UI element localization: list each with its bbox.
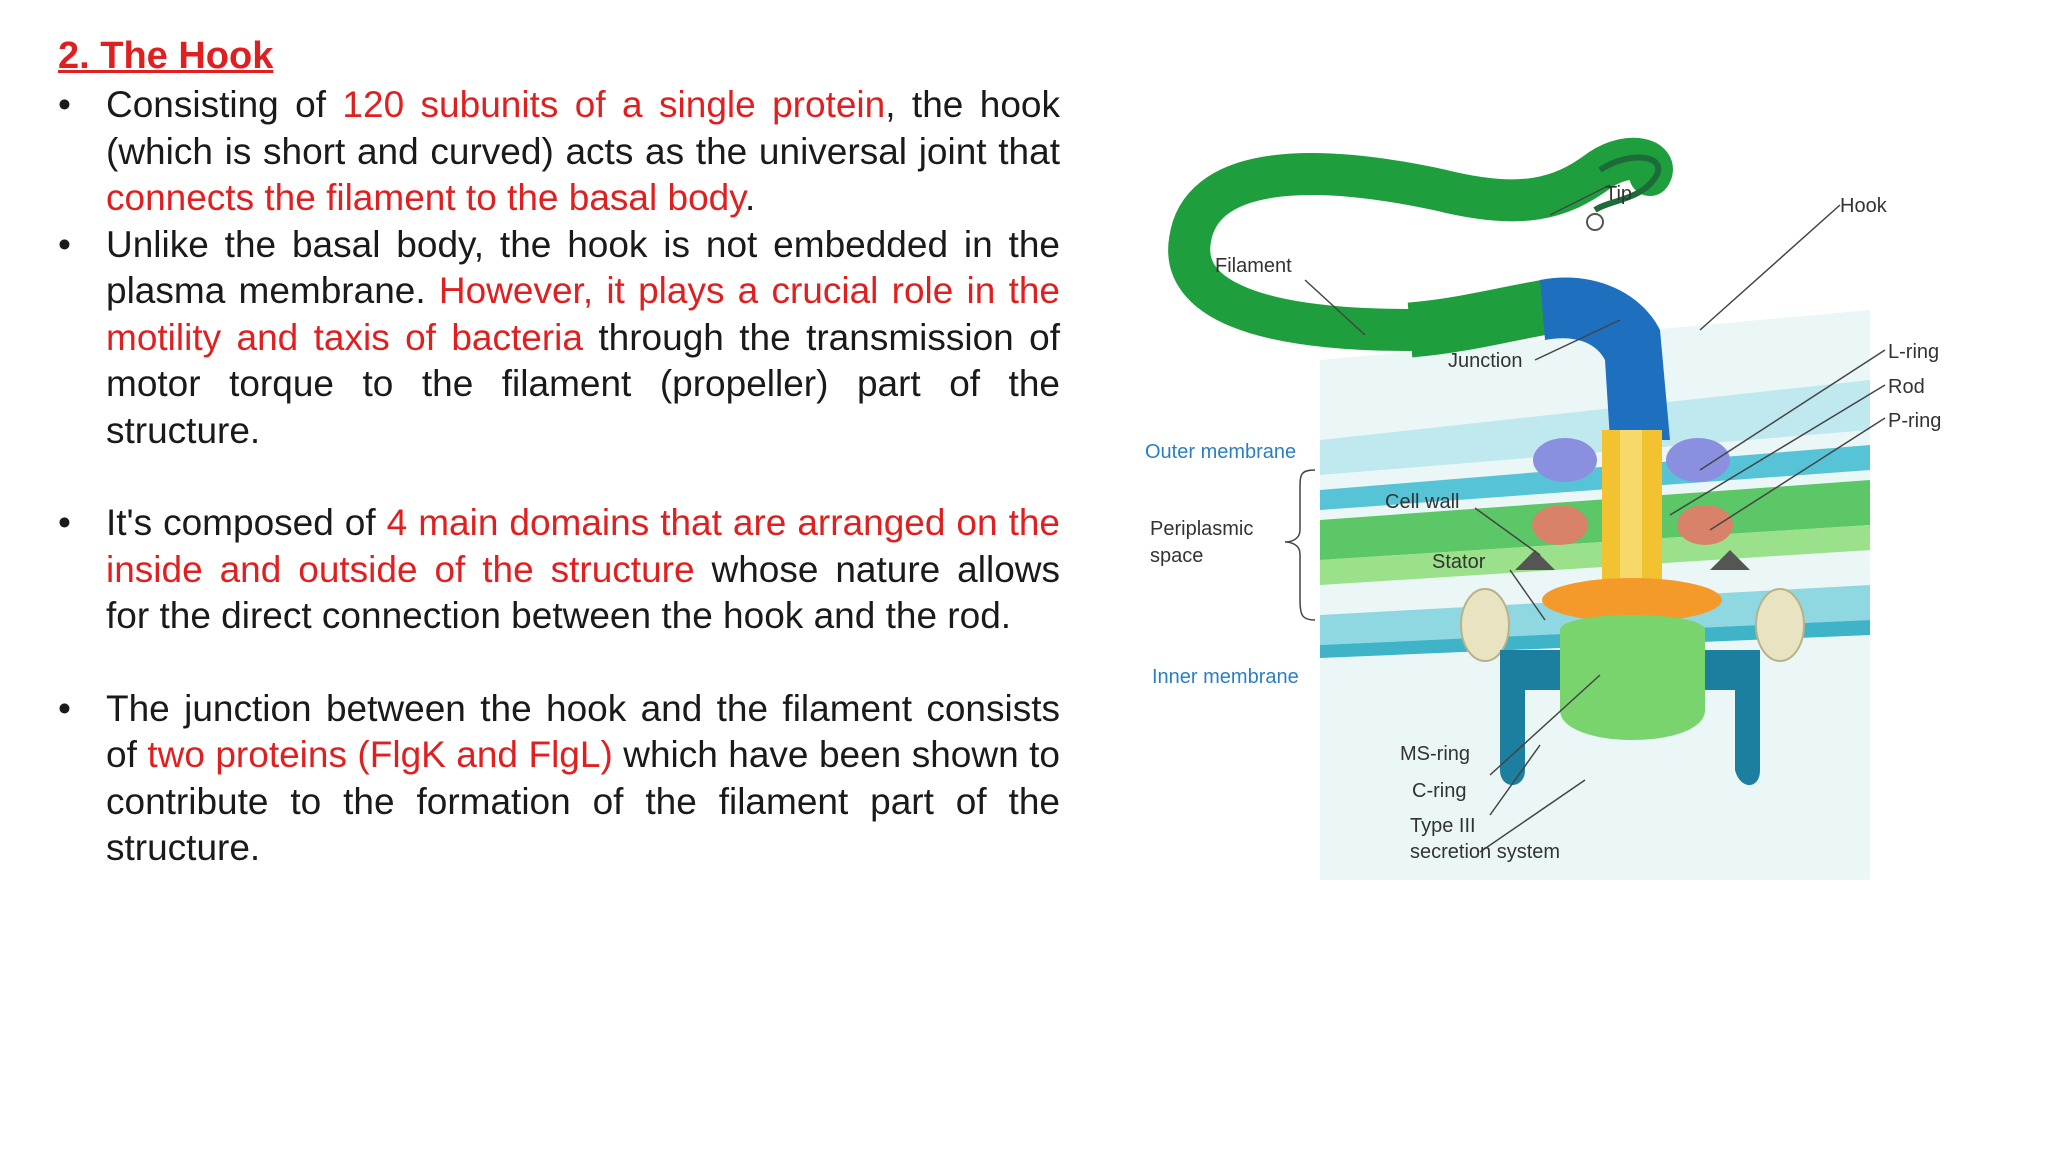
filament-tip-curl [1593, 154, 1662, 213]
p-ring-right [1677, 505, 1733, 545]
label-c-ring: C-ring [1412, 780, 1466, 802]
leader-lines [1304, 184, 1886, 853]
bullet-4-text: The junction between the hook and the fi… [106, 687, 1060, 776]
label-ms-ring: MS-ring [1400, 743, 1470, 765]
flagellum-diagram-svg: Tip Hook Filament Junction L-ring Rod P-… [1145, 137, 1941, 880]
stator-right [1755, 588, 1805, 662]
flagellum-diagram: Tip Hook Filament Junction L-ring Rod P-… [1140, 130, 1960, 910]
text-column: 2. The Hook Consisting of 120 subunits o… [58, 30, 1060, 872]
bullet-3-text: It's composed of [106, 502, 387, 543]
label-tip: Tip [1605, 183, 1632, 205]
bullet-3-highlight: 4 main domains that are arranged on the … [106, 502, 1061, 590]
bullet-item-4: The junction between the hook and the fi… [58, 686, 1060, 872]
periplasmic-bracket [1284, 469, 1316, 621]
label-filament: Filament [1215, 255, 1292, 277]
label-rod: Rod [1888, 376, 1925, 398]
l-ring-left [1533, 438, 1597, 482]
slide-heading: 2. The Hook [58, 35, 274, 77]
bullet-item-3: It's composed of 4 main domains that are… [58, 500, 1060, 640]
ms-ring-shape [1560, 615, 1705, 740]
bullet-item-1: Consisting of 120 subunits of a single p… [58, 82, 1060, 222]
label-periplasmic: Periplasmic [1150, 518, 1253, 540]
bullet-1-highlight-1: 120 subunits of a single protein [342, 84, 886, 125]
label-junction: Junction [1448, 350, 1523, 372]
bullet-1-text-3: . [745, 177, 756, 218]
label-l-ring: L-ring [1888, 341, 1939, 363]
label-type-iii: Type III [1410, 815, 1476, 837]
bullet-2-highlight: However, it plays a crucial role in the … [106, 270, 1061, 358]
bullet-2-text: Unlike the basal body, the hook is not e… [106, 223, 1060, 312]
cell-wall-light [1320, 525, 1870, 585]
outer-membrane-line [1320, 445, 1870, 510]
bullet-4-highlight: two proteins (FlgK and FlgL) [147, 734, 613, 775]
filament-base [1407, 277, 1564, 358]
ms-ring-top [1542, 578, 1722, 622]
bullet-2-text-2: through the transmission of motor torque… [106, 316, 1060, 451]
label-p-ring: P-ring [1888, 410, 1941, 432]
bullet-1-text: Consisting of [106, 84, 343, 125]
stator-anchor-2 [1710, 550, 1750, 570]
label-hook: Hook [1840, 195, 1888, 217]
stator-anchor-1 [1515, 550, 1555, 570]
bullet-1-text-2: , the hook (which is short and curved) a… [106, 84, 1060, 172]
bullet-1-highlight-2: connects the filament to the basal body [106, 177, 745, 218]
label-inner-membrane: Inner membrane [1152, 666, 1299, 688]
cell-wall-band [1320, 480, 1870, 560]
stator-left [1460, 588, 1510, 662]
label-outer-membrane: Outer membrane [1145, 441, 1296, 463]
bullet-4-text-2: which have been shown to contribute to t… [106, 734, 1060, 868]
p-ring-left [1532, 505, 1588, 545]
label-space: space [1150, 545, 1203, 567]
hook-shape [1540, 277, 1670, 440]
bullet-3-text-2: whose nature allows for the direct conne… [106, 548, 1060, 637]
label-stator: Stator [1432, 551, 1486, 573]
rod-highlight [1620, 430, 1642, 620]
bullet-item-2: Unlike the basal body, the hook is not e… [58, 222, 1060, 455]
l-ring-right [1666, 438, 1730, 482]
label-secretion-system: secretion system [1410, 841, 1560, 863]
label-cell-wall: Cell wall [1385, 491, 1459, 513]
bullet-list: Consisting of 120 subunits of a single p… [58, 82, 1060, 872]
tip-marker [1586, 213, 1604, 231]
outer-membrane-band [1320, 380, 1870, 475]
